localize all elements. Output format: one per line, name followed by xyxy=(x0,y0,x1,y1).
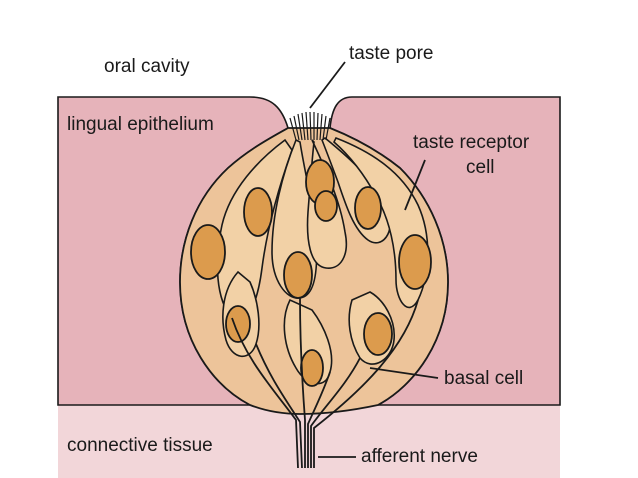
leader-lines xyxy=(309,61,439,458)
taste-receptor-cell-label-line1: taste receptor xyxy=(413,132,530,153)
nucleus xyxy=(225,305,251,343)
afferent-nerve-label: afferent nerve xyxy=(361,446,478,467)
taste-pore-label: taste pore xyxy=(349,43,434,64)
basal-cell-label: basal cell xyxy=(444,368,524,389)
nucleus xyxy=(300,349,324,387)
taste-pore-pointer xyxy=(309,61,346,109)
cell-nuclei xyxy=(190,159,432,387)
nucleus xyxy=(354,186,382,230)
nucleus xyxy=(363,312,393,356)
oral-cavity-label: oral cavity xyxy=(104,56,190,77)
nucleus xyxy=(190,224,226,280)
nucleus xyxy=(283,251,313,299)
nucleus xyxy=(314,190,338,222)
taste-receptor-pointer xyxy=(404,159,426,211)
basal-cell-pointer xyxy=(369,367,439,379)
connective-tissue-label: connective tissue xyxy=(67,435,213,456)
connective-tissue-region xyxy=(58,405,560,478)
taste-receptor-cell-label-line2: cell xyxy=(466,157,495,178)
taste-pore-microvilli xyxy=(289,111,331,141)
afferent-nerve-fibers xyxy=(231,297,419,469)
nucleus xyxy=(398,234,432,290)
nucleus xyxy=(243,187,273,237)
lingual-epithelium-label: lingual epithelium xyxy=(67,114,214,135)
